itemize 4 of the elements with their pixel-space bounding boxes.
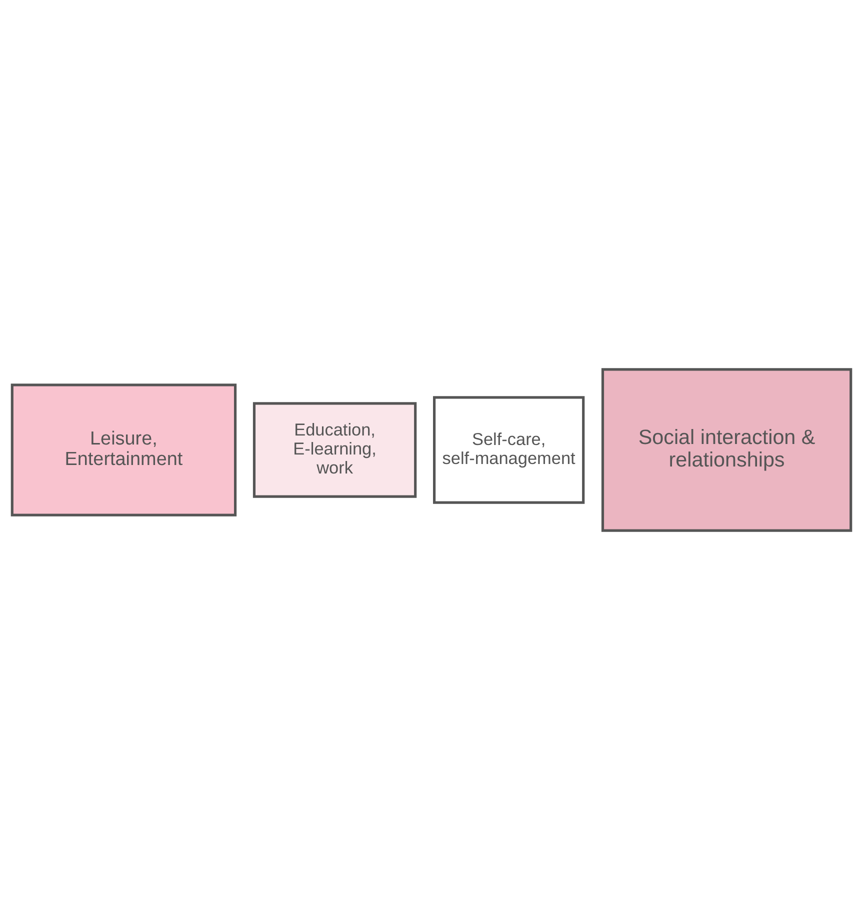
- node-box: Social interaction & relationships: [601, 368, 852, 532]
- node-box: Education, E-learning, work: [252, 402, 417, 498]
- node-box: Self-care, self-management: [433, 396, 585, 504]
- node-box: Leisure, Entertainment: [10, 384, 237, 516]
